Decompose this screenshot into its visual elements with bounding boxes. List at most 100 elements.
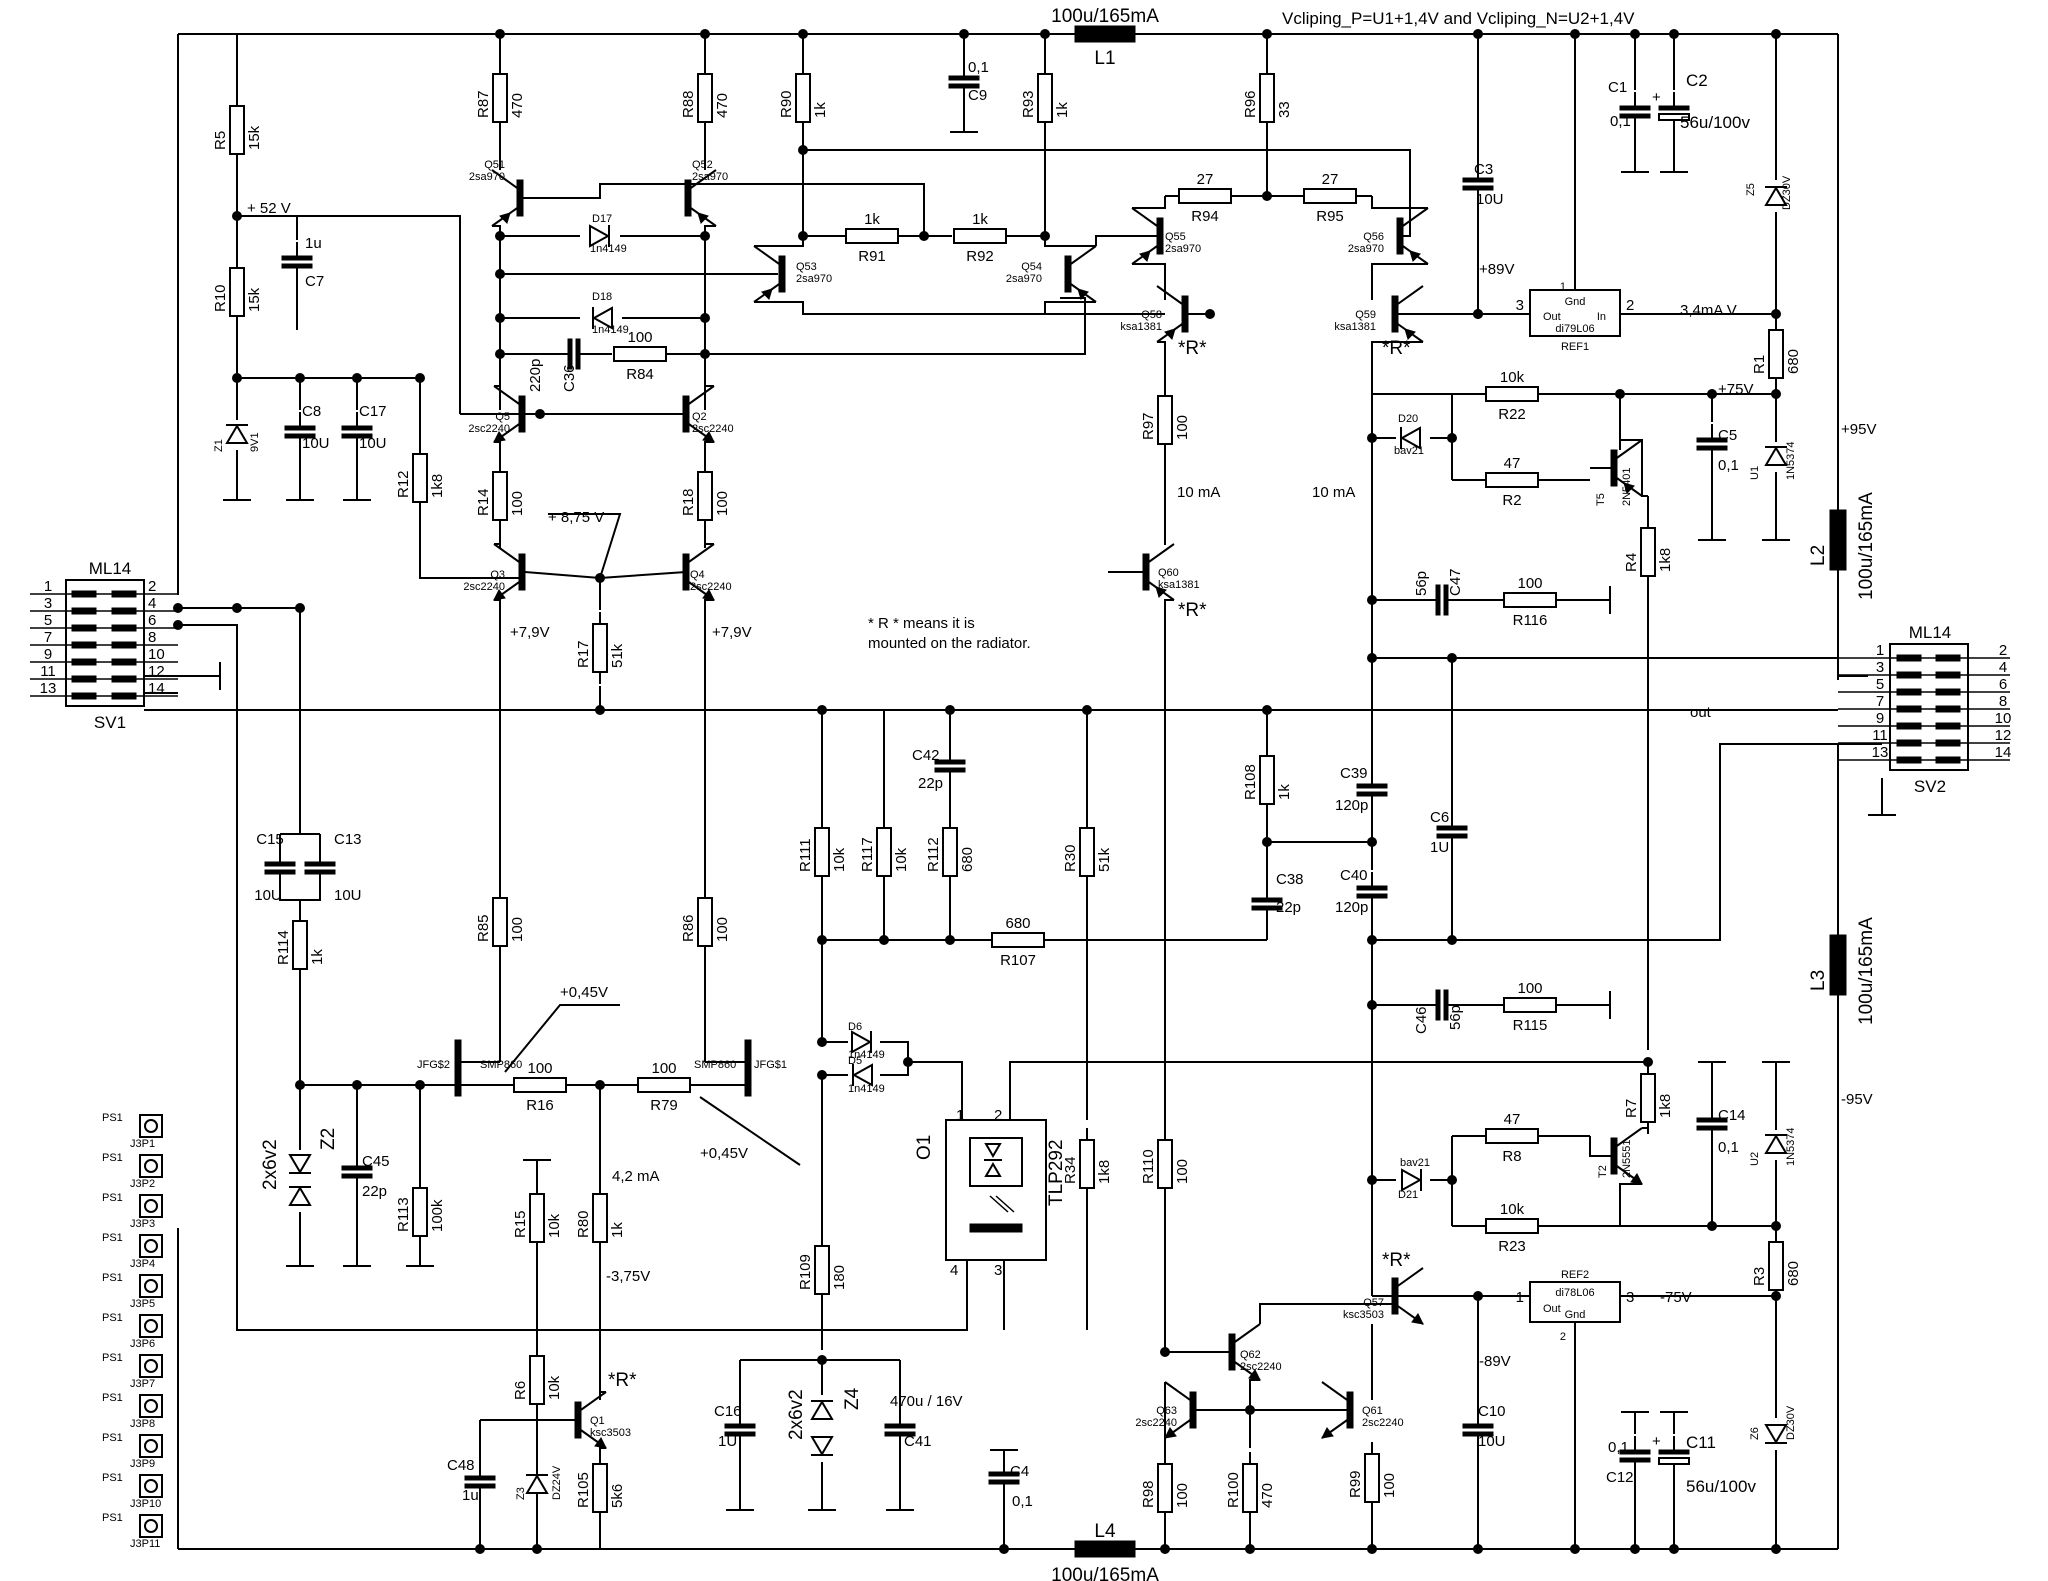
label: 7 [44,629,52,646]
label: O1 [914,1135,935,1160]
label: 100 [509,491,526,516]
label: R18 [680,488,697,516]
zener-z4b [810,1436,834,1456]
label: 3 [1876,659,1884,676]
clipping-note: Vcliping_P=U1+1,4V and Vcliping_N=U2+1,4… [1282,9,1635,28]
label: Q58 [1141,309,1162,321]
label: C9 [968,87,987,104]
capacitor-c47 [1422,584,1462,616]
label: 470 [714,93,731,118]
label: 2sc2240 [1362,1417,1404,1429]
voltage-minus-75: -75V [1660,1289,1692,1306]
label: Q62 [1240,1349,1261,1361]
label: J3P7 [130,1378,155,1390]
radiator-mark-q60: *R* [1178,600,1207,621]
resistor-r34: R34 1k8 [1062,1128,1113,1200]
capacitor-c38 [1251,884,1283,924]
label: 100 [714,917,731,942]
label: C45 [362,1153,390,1170]
label: 100 [527,1060,552,1077]
label: R117 [859,837,876,872]
label: ksc3503 [590,1427,631,1439]
label: 1n4149 [848,1049,885,1061]
label: *R* [1382,1250,1411,1271]
label: 1k [812,102,829,118]
label: 4 [1999,659,2007,676]
label: 1N5374 [1785,1127,1797,1166]
out-label: out [1690,704,1712,721]
label: C40 [1340,867,1368,884]
capacitor-c48 [464,1462,496,1502]
label: J3P3 [130,1218,155,1230]
label: R92 [966,248,994,265]
label: J3P2 [130,1178,155,1190]
zener-u1 [1764,446,1788,466]
capacitor-c10 [1462,1410,1494,1450]
label: 2N5551 [1621,1139,1633,1178]
label: DZ30V [1781,175,1793,210]
label: 22p [1276,899,1301,916]
label: J3P6 [130,1338,155,1350]
label: C5 [1718,427,1737,444]
label: 2x6v2 [786,1389,807,1440]
current-10-right: 10 mA [1312,484,1355,501]
label: 100 [1174,1483,1191,1508]
label: R34 [1062,1156,1079,1184]
label: 10k [546,1213,563,1238]
label: REF2 [1561,1269,1589,1281]
label: 0,1 [1718,1139,1739,1156]
label: 1k8 [1096,1160,1113,1184]
label: D6 [848,1021,862,1033]
label: 100u/165mA [1856,492,1877,600]
label: R107 [1000,952,1036,969]
label: 3 [44,595,52,612]
label: Out [1543,311,1561,323]
voltage-8-75: + 8,75 V [548,509,604,526]
voltage-minus-3-75: -3,75V [606,1268,650,1285]
radiator-mark-q57: *R* [1382,1250,1411,1271]
label: R109 [797,1254,814,1290]
label: R95 [1316,208,1344,225]
diode-d21 [1401,1168,1423,1192]
label: SV2 [1914,777,1946,796]
diode-d20 [1399,426,1421,450]
label: 180 [831,1265,848,1290]
label: R91 [858,248,886,265]
label: 100 [1381,1473,1398,1498]
capacitor-c4 [988,1458,1020,1498]
label: R7 [1623,1099,1640,1118]
label: C42 [912,747,940,764]
label: PS1 [102,1352,123,1364]
label: PS1 [102,1192,123,1204]
label: R3 [1751,1267,1768,1286]
label: C16 [714,1403,742,1420]
label: R14 [475,488,492,516]
label: 0,1 [1610,113,1631,130]
label: J3P10 [130,1498,161,1510]
